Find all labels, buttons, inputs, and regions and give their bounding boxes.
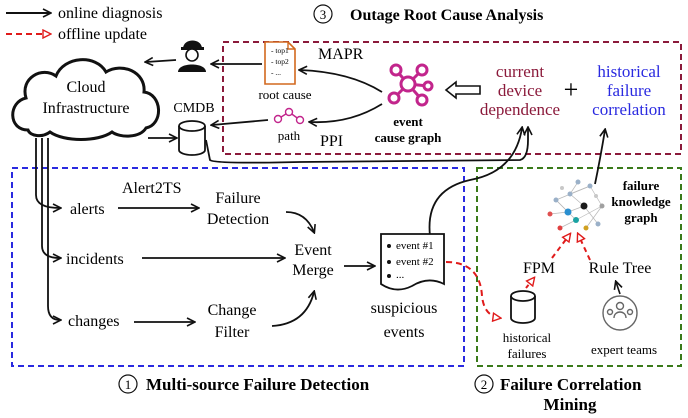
alert2ts-label: Alert2TS <box>122 180 182 197</box>
arrow-detection-merge <box>285 211 314 232</box>
fpm-label: FPM <box>523 260 555 277</box>
current-dependence-label: dependence <box>480 100 560 119</box>
current-dependence-label: device <box>498 81 542 100</box>
arrow-operator-cloud <box>146 60 177 62</box>
event-cause-graph-icon <box>387 63 434 107</box>
failure-detection-label: Detection <box>207 211 269 228</box>
section-number: 3 <box>320 7 327 22</box>
path-label: path <box>278 128 301 143</box>
suspicious-events-label: suspicious <box>371 300 438 317</box>
arrow-events-dependence <box>428 128 523 237</box>
expert-teams-icon <box>602 295 638 331</box>
arrow-experts-ruletree <box>616 282 620 295</box>
legend-online-label: online diagnosis <box>58 5 162 22</box>
section-title: Mining <box>544 395 597 414</box>
svg-text:- top1: - top1 <box>271 46 289 55</box>
change-filter-label: Change <box>208 302 257 319</box>
cloud-infrastructure: Cloud Infrastructure <box>11 58 160 141</box>
knowledge-graph-label: graph <box>624 210 658 225</box>
change-filter-label: Filter <box>215 324 250 341</box>
failure-detection-label: Failure <box>215 190 260 207</box>
fcm-section-box <box>476 167 682 367</box>
arrow-filter-merge <box>271 292 314 327</box>
offline-arrow-ruletree-kg <box>578 234 591 261</box>
rca-section-box <box>222 41 682 155</box>
historical-correlation-label: correlation <box>592 100 666 119</box>
section-title: Failure Correlation <box>500 375 642 394</box>
section-number: 2 <box>481 377 488 392</box>
section-number: 1 <box>125 377 132 392</box>
rule-tree-label: Rule Tree <box>589 260 652 277</box>
rca-title: 3 Outage Root Cause Analysis <box>313 4 543 24</box>
historical-correlation-label: historical <box>597 62 661 81</box>
legend-offline-label: offline update <box>58 26 147 43</box>
arrow-kg-correlation <box>594 130 605 185</box>
event-cause-graph-label: event <box>393 114 423 129</box>
source-changes: changes <box>68 313 120 330</box>
svg-text:...: ... <box>396 269 405 281</box>
section-title: Outage Root Cause Analysis <box>350 7 543 24</box>
hollow-arrow-icon <box>444 80 481 100</box>
section-title: Multi-source Failure Detection <box>146 375 370 394</box>
cmdb-label: CMDB <box>173 101 214 116</box>
section-number-badge <box>118 374 138 394</box>
svg-text:event #1: event #1 <box>396 240 434 252</box>
svg-text:- top2: - top2 <box>271 57 289 66</box>
arrow-graph-path <box>310 103 383 122</box>
offline-arrow-events-history <box>445 261 500 318</box>
event-cause-graph-label: cause graph <box>375 130 443 145</box>
operator-icon <box>178 40 206 72</box>
arrow-path-cmdb <box>212 119 269 125</box>
svg-text:- ...: - ... <box>271 68 281 77</box>
plus-sign: + <box>564 75 579 104</box>
offline-arrow-fpm-kg <box>551 234 570 259</box>
mapr-label: MAPR <box>318 46 364 63</box>
path-graph-icon <box>273 107 305 125</box>
historical-failures-label: failures <box>508 346 547 361</box>
fcm-title: 2 Failure Correlation Mining <box>474 374 642 414</box>
arrow-cmdb-dependence <box>205 128 528 164</box>
root-cause-label: root cause <box>258 87 311 102</box>
section-number-badge <box>474 374 494 394</box>
svg-text:event #2: event #2 <box>396 256 434 268</box>
knowledge-graph-label: knowledge <box>611 194 670 209</box>
legend: online diagnosis offline update <box>6 5 162 43</box>
source-incidents: incidents <box>66 251 124 268</box>
historical-correlation-label: failure <box>607 81 651 100</box>
suspicious-events-document-icon: event #1 event #2 ... <box>380 233 445 291</box>
section-number-badge <box>313 4 333 24</box>
cloud-label: Cloud <box>66 79 105 96</box>
source-alerts: alerts <box>70 201 105 218</box>
current-dependence-label: current <box>496 62 544 81</box>
knowledge-graph-label: failure <box>623 178 660 193</box>
cloud-label: Infrastructure <box>42 100 129 117</box>
root-cause-document-icon: - top1 - top2 - ... <box>264 41 296 85</box>
mfd-title: 1 Multi-source Failure Detection <box>118 374 370 394</box>
historical-failures-database-icon <box>510 290 536 324</box>
knowledge-graph-icon <box>547 179 605 231</box>
suspicious-events-label: events <box>384 324 425 341</box>
mfd-section-box <box>11 167 465 367</box>
source-arrows <box>35 138 60 320</box>
event-merge-label: Event <box>294 242 332 259</box>
historical-failures-label: historical <box>503 330 552 345</box>
offline-arrow-history-fpm <box>526 278 534 289</box>
arrow-graph-rootcause <box>300 70 383 93</box>
cmdb-database-icon <box>178 120 206 156</box>
ppi-label: PPI <box>320 133 343 150</box>
event-merge-label: Merge <box>292 262 333 279</box>
expert-teams-label: expert teams <box>591 342 657 357</box>
cloud-icon <box>11 58 160 141</box>
